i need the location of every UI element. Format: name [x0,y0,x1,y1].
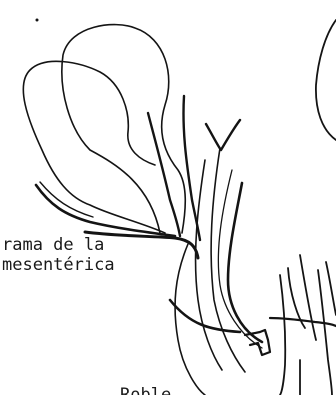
bottom-loop [245,330,270,355]
right-organ-outline [316,20,336,140]
upper-loop-outline [62,25,185,233]
label-rama-line2: mesentérica [2,255,115,275]
label-bottom: Roble [120,385,171,395]
right-wall-3 [300,255,316,340]
lower-vessel [170,300,240,332]
label-rama-line1: rama de la [2,235,104,255]
stray-dot [36,19,39,22]
v-mark [206,120,240,150]
right-wall-6 [326,262,336,315]
lower-loop-outline [23,61,165,233]
upper-vessel-left [148,113,180,236]
right-wall-4 [318,270,332,395]
right-wall-1 [280,275,285,395]
